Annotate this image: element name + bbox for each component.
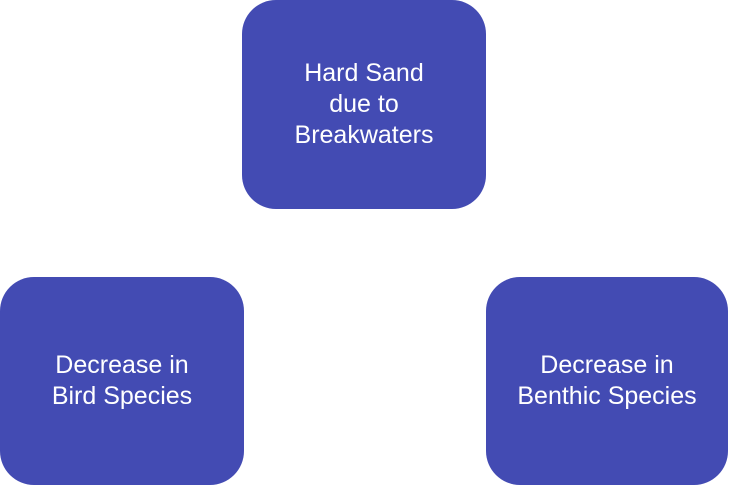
node-label: Decrease in Bird Species bbox=[51, 351, 193, 410]
node-label: Decrease in Benthic Species bbox=[517, 351, 697, 410]
node-hard-sand-breakwaters: Hard Sand due to Breakwaters bbox=[242, 0, 486, 209]
node-decrease-bird-species: Decrease in Bird Species bbox=[0, 277, 244, 485]
node-decrease-benthic-species: Decrease in Benthic Species bbox=[486, 277, 728, 485]
node-label: Hard Sand due to Breakwaters bbox=[294, 59, 434, 149]
